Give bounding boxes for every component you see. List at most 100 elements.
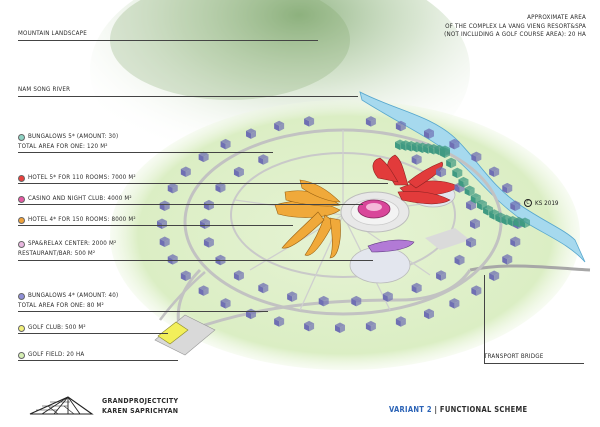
legend-swatch-golffield [18, 352, 25, 359]
bungalow-4-star [471, 151, 482, 163]
leader-spa [18, 260, 373, 261]
bridge-leader-vertical [484, 275, 485, 363]
bungalow-4-star [395, 120, 406, 132]
area-title-line: APPROXIMATE AREA [527, 14, 586, 21]
bungalow-4-star [502, 182, 513, 194]
legend-swatch-hotel4 [18, 217, 25, 224]
bungalow-4-star [220, 138, 231, 150]
brand-line: KAREN SAPRICHYAN [102, 407, 179, 415]
bungalow-4-star [318, 295, 329, 307]
bungalow-4-star [510, 200, 521, 211]
bungalows-layer [157, 116, 530, 333]
variant-label: VARIANT 2 [389, 405, 432, 414]
bungalow-4-star [365, 320, 376, 332]
legend-sublabel: TOTAL AREA FOR ONE: 120 M² [18, 143, 108, 150]
bungalow-4-star [489, 166, 500, 177]
area-title-line: (NOT INCLUDING A GOLF COURSE AREA): 20 H… [444, 31, 586, 38]
bungalow-5-star [440, 145, 450, 156]
bungalow-4-star [351, 295, 362, 307]
bridge-label: TRANSPORT BRIDGE [484, 353, 544, 360]
leader-hotel5 [18, 183, 388, 184]
legend-sublabel: TOTAL AREA FOR ONE: 80 M² [18, 302, 104, 309]
bungalow-4-star [159, 236, 170, 248]
approach-road [189, 269, 472, 332]
bungalow-4-star [215, 254, 226, 266]
bungalow-4-star [424, 308, 434, 320]
copyright-icon: C [524, 199, 532, 207]
logo-icon [29, 396, 94, 415]
bungalow-4-star [304, 320, 315, 332]
leader-hotel4 [18, 225, 293, 226]
legend-label: GOLF FIELD: 20 HA [28, 351, 85, 358]
legend-label: BUNGALOWS 4* (AMOUNT: 40) [28, 292, 119, 299]
transport-bridge [469, 264, 591, 272]
legend-label: BUNGALOWS 5* (AMOUNT: 30) [28, 133, 119, 140]
bungalow-4-star [470, 218, 480, 229]
legend-label: CASINO AND NIGHT CLUB: 4000 M² [28, 195, 132, 202]
river-label: NAM SONG RIVER [18, 86, 71, 93]
bungalow-4-star [449, 298, 460, 309]
bungalow-5-star [464, 185, 475, 196]
scheme-label: FUNCTIONAL SCHEME [439, 405, 528, 414]
casino-night-club [357, 199, 391, 219]
bungalow-4-star [395, 316, 406, 327]
bungalow-4-star [274, 316, 285, 327]
bungalow-4-star [304, 116, 315, 127]
bungalow-4-star [233, 166, 244, 178]
leader-golffield [18, 360, 178, 361]
bungalow-4-star [489, 270, 500, 281]
bungalow-4-star [466, 237, 477, 248]
bungalow-4-star [180, 270, 191, 281]
copyright-mark: C KS 2019 [524, 199, 559, 207]
spa-relax-center [367, 239, 415, 253]
bungalow-4-star [220, 298, 231, 309]
bungalow-4-star [335, 322, 345, 333]
area-title-block: APPROXIMATE AREA OF THE COMPLEX LA VANG … [444, 14, 586, 40]
scheme-title: VARIANT 2 | FUNCTIONAL SCHEME [389, 405, 527, 414]
bungalow-4-star [471, 285, 482, 296]
bungalow-4-star [502, 254, 513, 265]
hotel-4-star [274, 179, 341, 259]
legend-label: SPA&RELAX CENTER: 2000 M² [28, 240, 117, 247]
leader-golfclub [18, 333, 168, 334]
bungalow-5-star [452, 167, 463, 179]
bungalow-5-star [520, 217, 530, 228]
leader-bungalows4 [18, 311, 268, 312]
bungalow-4-star [167, 182, 178, 194]
bungalow-4-star [411, 282, 422, 294]
bungalow-5-star [446, 157, 457, 169]
legend-label: HOTEL 5* FOR 110 ROOMS: 7000 M² [28, 174, 136, 181]
bungalow-4-star [436, 270, 447, 281]
legend-swatch-bungalows4 [18, 293, 25, 300]
legend-label: HOTEL 4* FOR 150 ROOMS: 8000 M² [28, 216, 136, 223]
legend-sublabel: RESTAURANT/BAR: 500 M² [18, 250, 96, 257]
legend-swatch-casino [18, 196, 25, 203]
hotel-5-star [372, 154, 459, 205]
bungalow-4-star [258, 154, 269, 165]
copyright-text: KS 2019 [535, 199, 559, 207]
leader-bungalows5 [18, 152, 273, 153]
legend-swatch-hotel5 [18, 175, 25, 182]
bungalow-4-star [198, 285, 209, 296]
bungalow-4-star [258, 282, 269, 294]
bungalow-4-star [203, 237, 214, 248]
area-title-line: OF THE COMPLEX LA VANG VIENG RESORT&SPA [445, 22, 586, 30]
mountain-label: MOUNTAIN LANDSCAPE [18, 30, 87, 37]
legend-swatch-spa [18, 241, 25, 248]
bungalow-4-star [274, 120, 285, 132]
river-leader [18, 96, 358, 97]
bungalow-4-star [510, 236, 521, 248]
golf-club [154, 314, 216, 356]
bungalow-4-star [233, 270, 244, 281]
leader-casino [18, 204, 363, 205]
brand-line: GRANDPROJECTCITY [102, 397, 179, 405]
bungalow-4-star [365, 116, 376, 127]
bridge-leader [484, 363, 584, 364]
legend-swatch-bungalows5 [18, 134, 25, 141]
bungalow-4-star [449, 138, 460, 150]
grandprojectcity-logo [28, 394, 94, 420]
bungalow-4-star [287, 291, 298, 302]
bungalow-4-star [454, 254, 465, 266]
